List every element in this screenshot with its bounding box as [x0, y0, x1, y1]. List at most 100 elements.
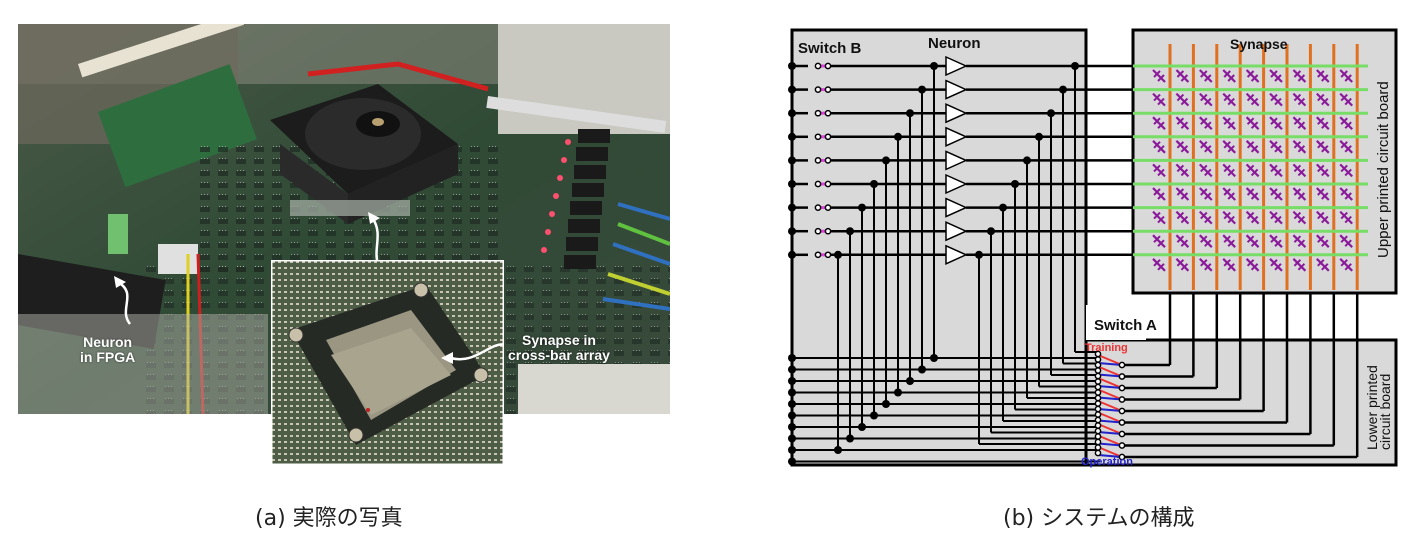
- synapse-device-icon: [1152, 92, 1166, 107]
- synapse-device-plate: [1321, 121, 1329, 129]
- synapse-device-icon: [1175, 116, 1190, 130]
- synapse-device-plate: [1227, 74, 1235, 82]
- synapse-device-icon: [1199, 187, 1213, 201]
- synapse-device-plate: [1176, 141, 1185, 149]
- training-switch-line: [1097, 400, 1123, 412]
- synapse-device-icon: [1339, 140, 1353, 154]
- switch-a-label: Switch A: [1094, 317, 1157, 334]
- synapse-device-icon: [1152, 187, 1166, 201]
- synapse-device-icon: [1222, 69, 1236, 83]
- junction-dot: [788, 434, 796, 443]
- synapse-device-plate: [1223, 70, 1231, 78]
- junction-dot: [788, 423, 796, 431]
- synapse-device-plate: [1344, 168, 1352, 177]
- neuron-label-line1: Neuron: [83, 334, 133, 350]
- synapse-device-plate: [1227, 192, 1235, 200]
- synapse-device-icon: [1152, 234, 1166, 248]
- training-switch-line: [1097, 377, 1123, 389]
- synapse-device-plate: [1340, 235, 1348, 243]
- synapse-device-plate: [1204, 263, 1212, 271]
- synapse-device-plate: [1321, 239, 1329, 247]
- synapse-device-plate: [1176, 164, 1185, 173]
- synapse-device-plate: [1180, 168, 1189, 177]
- synapse-device-plate: [1274, 121, 1282, 129]
- switch-a-input-contact: [1094, 389, 1102, 396]
- synapse-device-icon: [1222, 187, 1236, 201]
- operation-switch-line: [1097, 396, 1123, 401]
- synapse-device-plate: [1204, 74, 1212, 82]
- synapse-device-plate: [1274, 97, 1282, 106]
- synapse-device-plate: [1204, 239, 1212, 247]
- synapse-device-icon: [1292, 163, 1307, 178]
- synapse-device-plate: [1274, 263, 1282, 271]
- switch-a-input-contact: [1094, 433, 1102, 440]
- synapse-device-plate: [1293, 117, 1302, 125]
- synapse-device-plate: [1153, 70, 1161, 78]
- operation-switch-line: [1097, 408, 1123, 412]
- switch-a-input-contact: [1094, 449, 1102, 457]
- synapse-device-plate: [1157, 121, 1165, 129]
- neuron-amplifier-icon: [945, 221, 968, 242]
- switch-a-output-contact: [1118, 419, 1126, 426]
- junction-dot: [788, 388, 796, 397]
- synapse-device-plate: [1297, 192, 1306, 200]
- synapse-device-plate: [1200, 259, 1208, 267]
- training-switch-line: [1097, 446, 1123, 458]
- synapse-device-icon: [1199, 140, 1213, 154]
- tap-dot: [834, 446, 842, 454]
- synapse-device-plate: [1157, 239, 1165, 247]
- synapse-device-plate: [1317, 188, 1325, 196]
- synapse-device-plate: [1176, 93, 1185, 102]
- synapse-device-plate: [1176, 259, 1185, 267]
- synapse-device-plate: [1157, 192, 1165, 200]
- synapse-device-plate: [1297, 145, 1306, 153]
- switch-a-input-contact: [1094, 356, 1102, 363]
- synapse-device-icon: [1245, 116, 1260, 130]
- synapse-device-plate: [1297, 168, 1306, 177]
- synapse-device-icon: [1222, 234, 1236, 248]
- synapse-device-icon: [1292, 258, 1307, 272]
- synapse-device-plate: [1297, 121, 1306, 129]
- training-switch-line: [1097, 388, 1123, 401]
- lower-board-label-line1: Lower printed: [1364, 365, 1380, 450]
- neuron-amplifier-icon: [945, 197, 968, 218]
- upper-board-label: Upper printed circuit board: [1375, 81, 1392, 258]
- synapse-device-plate: [1204, 192, 1212, 200]
- neuron-board: [790, 28, 1088, 467]
- synapse-device-plate: [1227, 145, 1235, 153]
- synapse-device-plate: [1200, 141, 1208, 149]
- junction-dot: [788, 411, 796, 420]
- synapse-device-icon: [1152, 116, 1166, 130]
- switch-a-output-contact: [1118, 361, 1126, 369]
- synapse-device-icon: [1175, 163, 1190, 178]
- synapse-device-plate: [1176, 70, 1185, 78]
- synapse-device-plate: [1153, 211, 1161, 220]
- crossbar-chip-inset-photo: [271, 260, 504, 465]
- synapse-device-plate: [1227, 97, 1235, 106]
- training-label: Training: [1085, 342, 1128, 354]
- operation-switch-line: [1097, 431, 1123, 435]
- synapse-device-plate: [1223, 211, 1231, 220]
- junction-dot: [788, 365, 796, 374]
- synapse-device-plate: [1223, 259, 1231, 267]
- switch-a-output-contact: [1118, 384, 1126, 392]
- switch-b-contact: [824, 133, 832, 141]
- neuron-label: Neuron: [928, 35, 981, 52]
- neuron-amplifier-icon: [945, 55, 968, 77]
- switch-b-contact: [814, 133, 822, 141]
- synapse-device-plate: [1176, 117, 1185, 125]
- synapse-device-plate: [1344, 192, 1352, 200]
- synapse-device-plate: [1270, 188, 1278, 196]
- synapse-device-plate: [1297, 215, 1306, 224]
- synapse-device-plate: [1344, 215, 1352, 224]
- synapse-device-icon: [1199, 163, 1213, 178]
- neuron-amplifier-icon: [945, 244, 968, 265]
- synapse-device-plate: [1176, 211, 1185, 220]
- synapse-device-icon: [1199, 69, 1213, 83]
- tap-dot: [1059, 85, 1067, 94]
- tap-dot: [894, 132, 902, 141]
- synapse-device-icon: [1316, 187, 1330, 201]
- synapse-device-plate: [1293, 259, 1302, 267]
- tap-dot: [987, 227, 995, 236]
- switch-b-contact: [824, 227, 832, 235]
